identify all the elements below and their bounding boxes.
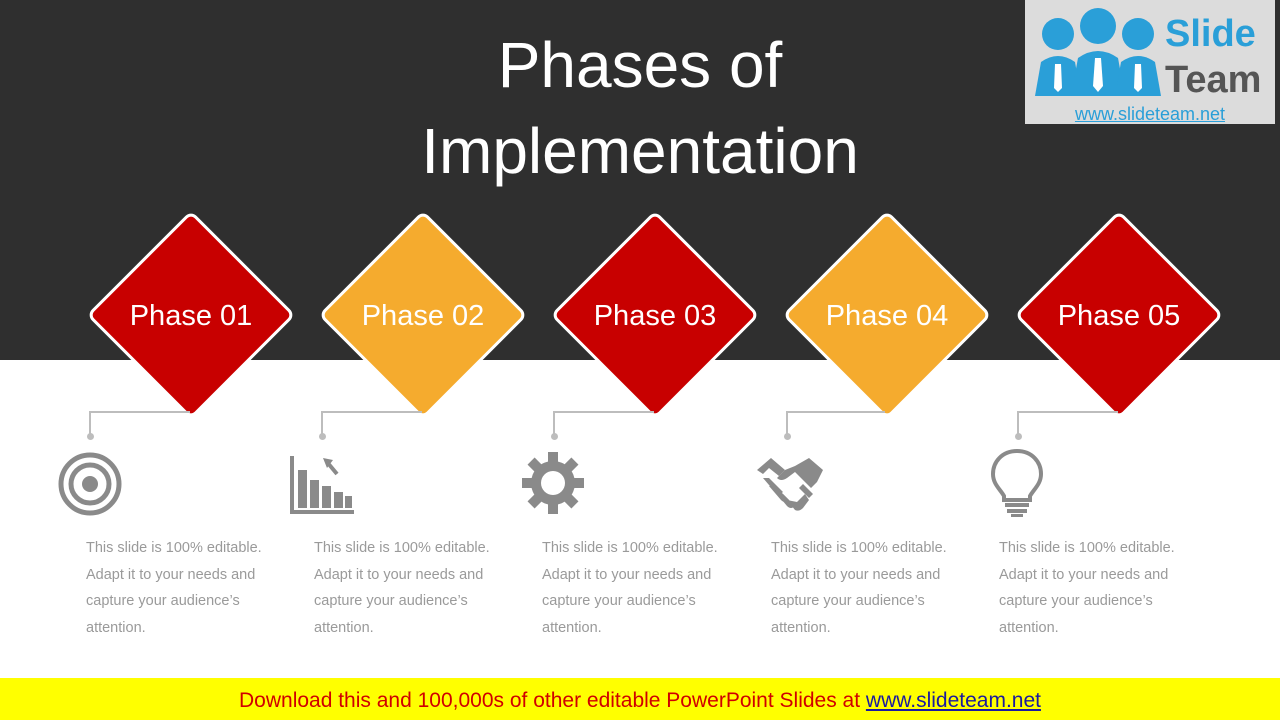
logo-word-slide: Slide	[1165, 13, 1256, 55]
phase-1-label: Phase 01	[129, 300, 253, 332]
phase-1-description: This slide is 100% editable. Adapt it to…	[86, 535, 276, 641]
phase-3-desc-line: capture your audience’s	[542, 593, 696, 609]
target-icon	[58, 452, 122, 516]
phase-3-desc-line: attention.	[542, 619, 602, 636]
phase-4-desc-line: attention.	[771, 619, 831, 636]
phase-3-desc-line: Adapt it to your needs and	[542, 566, 712, 583]
phase-3-connector-drop	[553, 411, 555, 435]
phase-2-desc-line: This slide is 100% editable.	[314, 540, 490, 556]
phase-1-desc-line: Adapt it to your needs and	[86, 566, 256, 583]
phase-5-description: This slide is 100% editable. Adapt it to…	[999, 535, 1189, 641]
slide-title: Phases of Implementation	[340, 22, 940, 194]
bar-chart-icon	[290, 456, 354, 514]
phase-1-desc-line: This slide is 100% editable.	[86, 540, 262, 556]
title-line-1: Phases of	[497, 29, 783, 101]
phase-1-desc-line: capture your audience’s	[86, 593, 240, 609]
download-banner: Download this and 100,000s of other edit…	[0, 678, 1280, 720]
phase-5-desc-line: Adapt it to your needs and	[999, 566, 1169, 583]
phase-5-connector-drop	[1017, 411, 1019, 435]
banner-text: Download this and 100,000s of other edit…	[239, 689, 866, 712]
phase-2-desc-line: Adapt it to your needs and	[314, 566, 484, 583]
banner-link[interactable]: www.slideteam.net	[865, 689, 1041, 712]
phase-1-connector-dot	[87, 433, 94, 440]
phase-2-connector	[322, 411, 422, 413]
phase-3-connector	[554, 411, 654, 413]
phase-4-connector	[787, 411, 885, 413]
phase-4-desc-line: Adapt it to your needs and	[771, 566, 941, 583]
phase-5-label: Phase 05	[1057, 300, 1181, 332]
phase-2-desc-line: capture your audience’s	[314, 593, 468, 609]
phase-4-description: This slide is 100% editable. Adapt it to…	[771, 535, 961, 641]
phase-4-connector-dot	[784, 433, 791, 440]
phase-4-connector-drop	[786, 411, 788, 435]
phase-2-label: Phase 02	[361, 300, 485, 332]
phase-3-desc-line: This slide is 100% editable.	[542, 540, 718, 556]
phase-4-desc-line: This slide is 100% editable.	[771, 540, 947, 556]
phase-2-connector-dot	[319, 433, 326, 440]
phase-5-connector-dot	[1015, 433, 1022, 440]
handshake-icon	[757, 458, 823, 511]
phase-5-desc-line: attention.	[999, 619, 1059, 636]
people-icon	[1035, 8, 1161, 96]
phase-5-connector	[1018, 411, 1118, 413]
phase-2-connector-drop	[321, 411, 323, 435]
phase-1-connector-drop	[89, 411, 91, 435]
phase-1-connector	[90, 411, 190, 413]
slideteam-logo[interactable]: Slide Team www.slideteam.net	[1025, 0, 1275, 124]
phase-2-description: This slide is 100% editable. Adapt it to…	[314, 535, 504, 641]
lightbulb-icon	[990, 448, 1044, 517]
logo-url-link[interactable]: www.slideteam.net	[1074, 104, 1226, 124]
phase-3-description: This slide is 100% editable. Adapt it to…	[542, 535, 732, 641]
gear-icon	[522, 452, 584, 514]
phase-4-desc-line: capture your audience’s	[771, 593, 925, 609]
phase-3-connector-dot	[551, 433, 558, 440]
phase-5-desc-line: This slide is 100% editable.	[999, 540, 1175, 556]
phase-1-desc-line: attention.	[86, 619, 146, 636]
phase-5-desc-line: capture your audience’s	[999, 593, 1153, 609]
title-line-2: Implementation	[421, 115, 859, 187]
phase-4-label: Phase 04	[825, 300, 949, 332]
phase-3-label: Phase 03	[593, 300, 717, 332]
logo-word-team: Team	[1165, 59, 1262, 101]
phase-2-desc-line: attention.	[314, 619, 374, 636]
